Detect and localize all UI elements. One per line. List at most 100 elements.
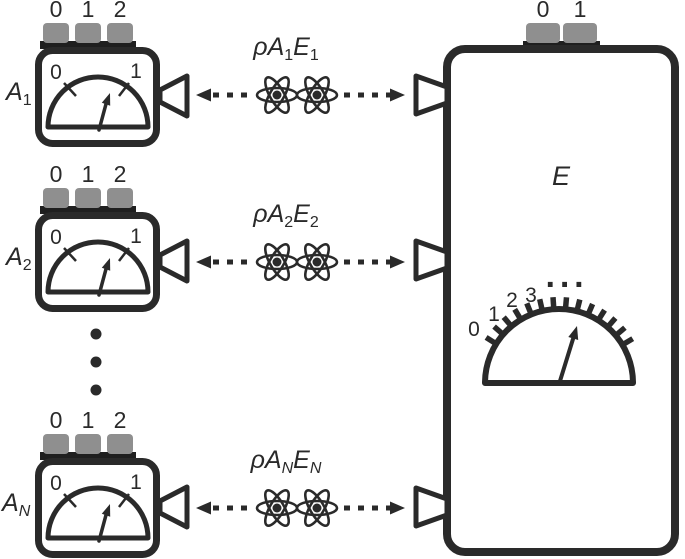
atom-nucleus [312, 257, 322, 267]
atom-orbit [264, 243, 290, 281]
state-label: ρA1E1 [252, 33, 319, 64]
setting-button [75, 23, 101, 43]
dial-tick [63, 82, 77, 97]
ellipsis-dot [90, 328, 102, 340]
arrowhead-left-icon [196, 255, 211, 269]
arrowhead-left-icon [196, 88, 211, 102]
atom-icon [255, 76, 299, 114]
setting-button [43, 434, 69, 454]
meter-needle [558, 337, 575, 383]
setting-button [526, 23, 560, 43]
arrowhead-left-icon [196, 501, 211, 515]
atom-icon [295, 489, 339, 527]
dial-label-ellipsis: ··· [546, 266, 589, 304]
atom-icon [295, 243, 339, 281]
dial-label: 1 [130, 225, 142, 248]
setting-button [43, 188, 69, 208]
arrowhead-right-icon [390, 501, 405, 515]
dial-label: 1 [130, 471, 142, 494]
setting-button [75, 434, 101, 454]
horn-icon [413, 485, 450, 529]
setting-button [107, 434, 133, 454]
button-base [40, 41, 72, 49]
dial-tick [118, 493, 130, 508]
device-label: AN [0, 489, 31, 520]
device-label: A2 [4, 243, 32, 274]
atom-orbit [304, 489, 330, 527]
link-row-2: ρA2E2 [196, 200, 405, 281]
meter-needle-head [101, 93, 111, 106]
atom-nucleus [312, 503, 322, 513]
atom-nucleus [272, 503, 282, 513]
meter-needle-head [101, 258, 111, 271]
state-label: ρA2E2 [252, 200, 319, 231]
setting-button-label: 0 [537, 0, 550, 22]
analyzer-device-AN: 0 1 2 AN 0 1 [0, 407, 190, 558]
arrowhead-right-icon [390, 255, 405, 269]
setting-button-label: 1 [82, 407, 95, 433]
environment-body [443, 45, 679, 556]
dial-tick [63, 493, 77, 508]
horn-icon [413, 238, 450, 282]
setting-button [107, 188, 133, 208]
setting-button-label: 1 [82, 161, 95, 187]
setting-button-label: 1 [82, 0, 95, 22]
meter-gauge [482, 306, 636, 386]
atom-nucleus [272, 257, 282, 267]
setting-button-label: 2 [114, 407, 127, 433]
button-base [40, 206, 72, 214]
link-row-1: ρA1E1 [196, 33, 405, 114]
setting-button [563, 23, 597, 43]
arrowhead-right-icon [390, 88, 405, 102]
atom-orbit [264, 489, 290, 527]
button-base [72, 206, 104, 214]
horn-icon [157, 484, 190, 530]
environment-label: E [552, 161, 571, 191]
setting-button-label: 1 [574, 0, 587, 22]
setting-button-label: 2 [114, 0, 127, 22]
atom-icon [255, 243, 299, 281]
vertical-ellipsis [90, 328, 102, 396]
atom-orbit [295, 86, 339, 104]
meter-needle [97, 267, 108, 297]
analyzer-device-A1: 0 1 2 A1 0 1 [4, 0, 190, 147]
environment-device: 0 1 E 0 1 2 3 ··· [413, 0, 679, 556]
setting-button [107, 23, 133, 43]
dial-label: 2 [506, 289, 518, 312]
meter-needle [97, 513, 108, 543]
atom-orbit [264, 76, 290, 114]
button-base [72, 452, 104, 460]
atom-nucleus [312, 90, 322, 100]
atom-nucleus [272, 90, 282, 100]
atom-orbit [264, 76, 290, 114]
state-label: ρANEN [250, 446, 322, 477]
horn-icon [157, 73, 190, 119]
atom-icon [295, 76, 339, 114]
atom-orbit [264, 489, 290, 527]
setting-button-label: 2 [114, 161, 127, 187]
link-row-3: ρANEN [196, 446, 405, 527]
meter-needle [97, 102, 108, 132]
ellipsis-dot [90, 356, 102, 368]
button-base [104, 206, 136, 214]
dial-label: 0 [50, 226, 62, 249]
atom-orbit [304, 243, 330, 281]
setting-button-label: 0 [50, 161, 63, 187]
meter-needle-head [101, 504, 111, 517]
setting-button [75, 188, 101, 208]
button-base [72, 41, 104, 49]
dial-label: 1 [130, 60, 142, 83]
button-base [104, 41, 136, 49]
button-base [104, 452, 136, 460]
dial-label: 0 [50, 61, 62, 84]
atom-orbit [264, 243, 290, 281]
dial-label: 1 [488, 303, 500, 326]
setting-button-label: 0 [50, 0, 63, 22]
device-label: A1 [4, 78, 32, 109]
setting-button-label: 0 [50, 407, 63, 433]
atom-icon [255, 489, 299, 527]
atom-orbit [304, 76, 330, 114]
horn-icon [413, 73, 450, 117]
